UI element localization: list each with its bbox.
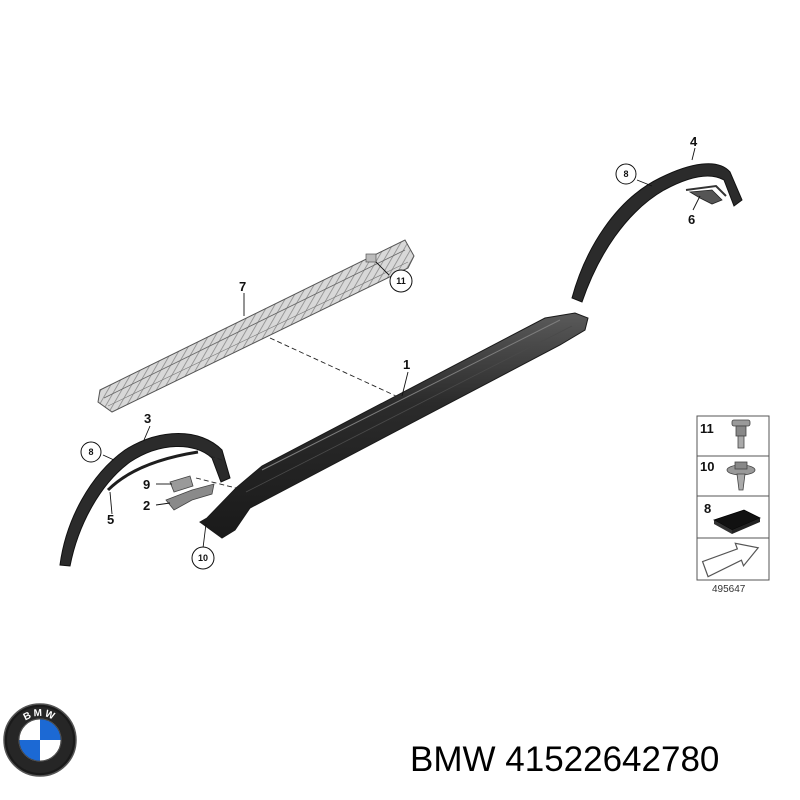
- callout-9: 9: [143, 477, 150, 492]
- callout-10: 10: [198, 553, 208, 563]
- part-7-support-rail: [97, 239, 415, 413]
- legend-number-11: 11: [700, 421, 714, 436]
- callout-7: 7: [239, 279, 246, 294]
- adhesive-pad-icon: [713, 509, 761, 534]
- legend-item-8: 8: [704, 501, 761, 534]
- legend-number-8: 8: [704, 501, 711, 516]
- dashed-assembly-lines: [195, 337, 397, 489]
- callout-circle-8-front: [80, 441, 102, 463]
- callout-6: 6: [688, 212, 695, 227]
- fastener-legend: 11 10 8: [696, 415, 770, 581]
- callout-11: 11: [396, 276, 406, 286]
- legend-item-10: 10: [700, 459, 756, 491]
- callout-2: 2: [143, 498, 150, 513]
- callout-circle-8-rear: [615, 163, 637, 185]
- part-3-front-wheel-arch-trim: [59, 433, 231, 567]
- legend-item-arrow: [701, 542, 760, 578]
- part-5-seal-strip: [106, 450, 199, 492]
- callout-5: 5: [107, 512, 114, 527]
- callout-8-rear: 8: [623, 169, 628, 179]
- callout-circle-11: [389, 269, 413, 293]
- legend-number-10: 10: [700, 459, 714, 474]
- part-2-bracket: [165, 483, 215, 511]
- legend-item-11: 11: [700, 419, 751, 449]
- callout-circle-10: [191, 546, 215, 570]
- part-1-side-sill-cover: [199, 312, 589, 539]
- callout-1: 1: [403, 357, 410, 372]
- part-4-rear-wheel-arch-trim: [571, 163, 743, 303]
- leader-lines: [102, 147, 701, 549]
- screw-with-flange-nut-icon: [726, 461, 756, 491]
- svg-text:BMW: BMW: [22, 708, 58, 723]
- callout-4: 4: [690, 134, 698, 149]
- part-caption: BMW 41522642780: [410, 740, 720, 779]
- arrow-icon: [701, 542, 760, 578]
- callout-3: 3: [144, 411, 151, 426]
- part-9-bracket: [169, 475, 194, 493]
- bolt-with-washer-icon: [731, 419, 751, 449]
- diagram-reference-number: 495647: [712, 584, 746, 595]
- callouts: 7 1 3 4 6 5 9 2 8 8 11 10: [80, 134, 698, 570]
- bmw-logo-icon: BMW: [3, 703, 77, 777]
- callout-8-front: 8: [88, 447, 93, 457]
- part-6-clip: [688, 189, 723, 205]
